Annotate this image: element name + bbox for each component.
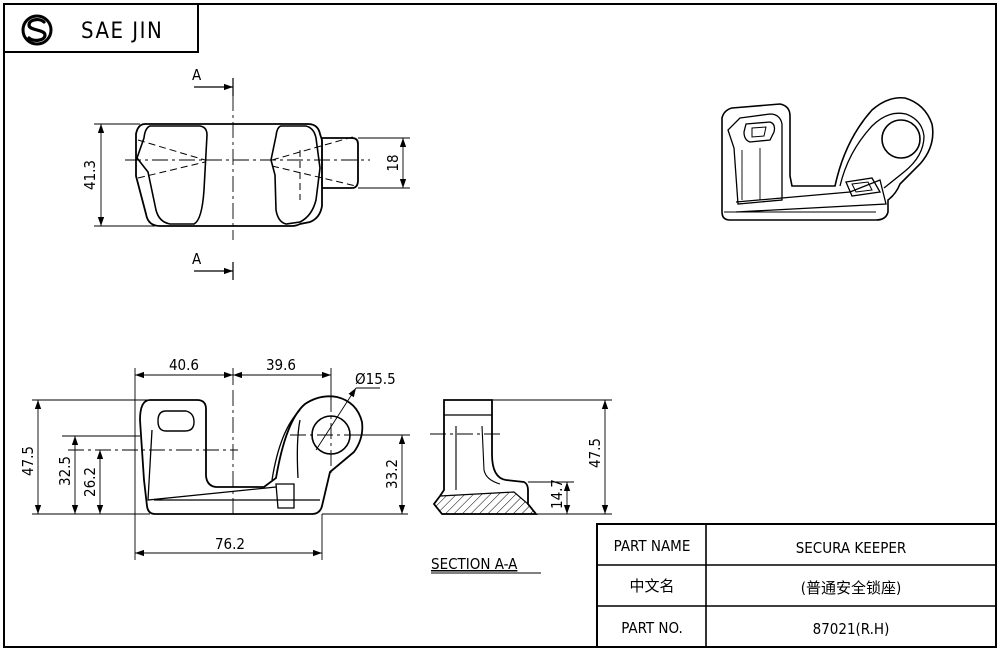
section-title: SECTION A-A <box>431 555 518 573</box>
top-view-outline <box>135 123 323 227</box>
iso-ear <box>839 112 925 189</box>
iso-slot <box>743 121 776 143</box>
front-view-lip <box>275 483 295 509</box>
section-marker-top-label: A <box>192 66 202 84</box>
top-view <box>94 78 410 280</box>
dim-39-6-label: 39.6 <box>266 356 296 374</box>
iso-lip-inner <box>851 181 873 193</box>
header-block: SAE JIN <box>3 3 199 53</box>
dim-26-2-label: 26.2 <box>81 467 99 497</box>
iso-slot-inner <box>751 126 767 138</box>
iso-left-block <box>727 113 783 205</box>
top-view-centerlines <box>125 95 370 240</box>
title-block <box>596 523 997 648</box>
section-dim-47-5-label: 47.5 <box>586 438 604 468</box>
dim-18-label: 18 <box>384 154 402 171</box>
dim-41-3-lines <box>94 123 155 227</box>
drawing-frame <box>3 3 997 648</box>
iso-outline <box>721 96 934 221</box>
title-block-label-part-no: PART NO. <box>621 619 683 637</box>
iso-lip <box>845 177 882 197</box>
top-view-stub <box>322 137 359 189</box>
title-block-label-part-name: PART NAME <box>614 537 691 555</box>
section-arrow-bottom <box>194 262 234 280</box>
title-block-label-chinese-name: 中文名 <box>629 577 674 595</box>
dim-76-2-label: 76.2 <box>215 535 245 553</box>
front-view-outline <box>139 395 364 515</box>
section-arrow-top <box>194 78 234 96</box>
top-view-left-lug <box>136 125 208 225</box>
title-block-value-part-no: 87021(R.H) <box>813 620 890 638</box>
sae-jin-logo-icon <box>21 14 53 46</box>
section-view <box>430 399 612 515</box>
section-inner-lines <box>455 425 501 490</box>
top-view-hidden-lines <box>137 135 357 200</box>
section-dim-14-7-label: 14.7 <box>548 479 566 509</box>
dim-32-5-label: 32.5 <box>56 456 74 486</box>
front-view <box>32 368 410 560</box>
dim-33-2-label: 33.2 <box>383 459 401 489</box>
header-frame <box>3 3 199 53</box>
iso-hole <box>881 119 921 159</box>
dim-41-3-label: 41.3 <box>81 160 99 190</box>
dim-18-lines <box>358 137 410 189</box>
title-block-value-part-name: SECURA KEEPER <box>796 539 907 557</box>
dim-40-6-label: 40.6 <box>169 356 199 374</box>
iso-base <box>735 179 887 213</box>
isometric-view <box>721 96 934 221</box>
dim-hole-diameter-label: Ø15.5 <box>355 370 396 388</box>
company-name: SAE JIN <box>81 19 163 44</box>
title-block-value-chinese-name: (普通安全锁座) <box>801 579 902 597</box>
section-marker-bottom-label: A <box>192 250 202 268</box>
front-view-slot <box>157 410 195 432</box>
front-view-ear-inner <box>271 409 301 481</box>
front-view-centerlines <box>68 390 410 514</box>
front-view-dimension-lines <box>32 368 408 560</box>
dim-47-5-label: 47.5 <box>19 446 37 476</box>
section-dimension-lines <box>492 399 612 515</box>
section-hatch <box>433 491 538 515</box>
top-view-right-lug <box>270 125 321 225</box>
